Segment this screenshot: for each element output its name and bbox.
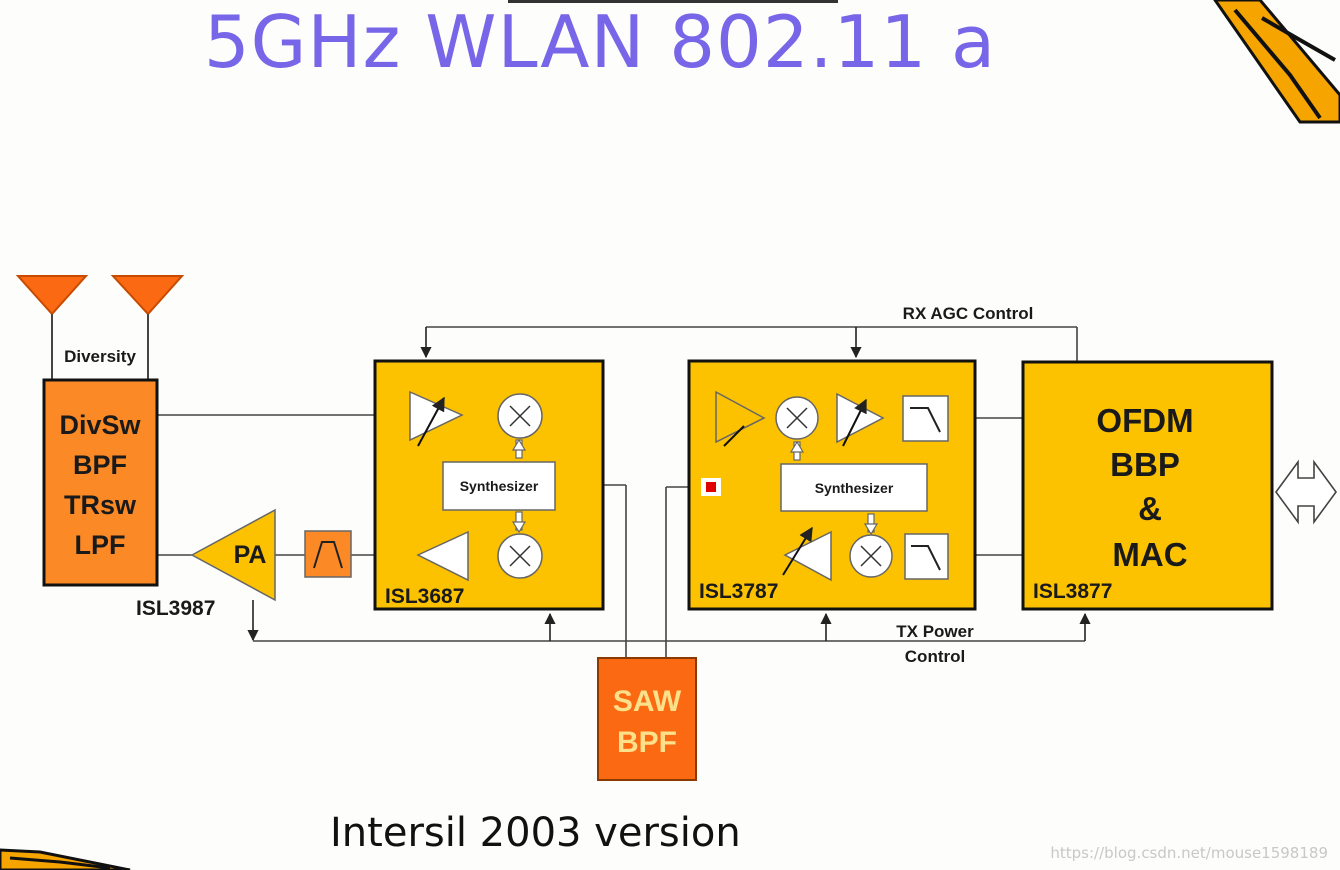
corner-decoration-bottom (0, 848, 131, 870)
filter-icon (904, 533, 949, 580)
caption: Intersil 2003 version (330, 810, 741, 856)
isl3687-block: Synthesizer ISL3687 (373, 359, 605, 611)
watermark: https://blog.csdn.net/mouse1598189 (1050, 844, 1328, 862)
mixer-icon (497, 533, 543, 579)
isl3877-block: OFDM BBP & MAC ISL3877 (1021, 360, 1274, 611)
amplifier-icon (416, 530, 469, 582)
isl3787-block: Synthesizer ISL3787 (687, 359, 977, 611)
filter-icon (304, 530, 352, 578)
divsw-line: BPF (73, 450, 127, 480)
isl3877-line: & (1138, 490, 1162, 527)
pa-label: PA (234, 541, 267, 569)
divsw-line: LPF (75, 530, 126, 560)
corner-decoration-top (1213, 0, 1340, 124)
antenna-icon (110, 275, 185, 380)
isl3877-line: OFDM (1096, 402, 1193, 439)
isl3877-label: ISL3877 (1033, 580, 1112, 603)
amplifier-icon (190, 508, 276, 602)
control-arrows (247, 327, 1091, 642)
double-arrow-icon (1275, 459, 1337, 525)
divsw-line: TRsw (64, 490, 137, 520)
isl3877-line: BBP (1110, 446, 1180, 483)
isl3787-label: ISL3787 (699, 580, 778, 603)
divsw-block: DivSw BPF TRsw LPF (42, 378, 159, 587)
saw-line: BPF (617, 726, 677, 759)
synthesizer-box (442, 461, 556, 511)
page-title: 5GHz WLAN 802.11 a (203, 0, 997, 84)
saw-bpf-block: SAW BPF (597, 657, 697, 781)
top-rule (508, 0, 838, 3)
saw-line: SAW (613, 685, 682, 718)
cursor-marker (699, 476, 723, 498)
isl3987-label: ISL3987 (136, 597, 215, 620)
isl3687-label: ISL3687 (385, 585, 464, 608)
antenna-icon (15, 275, 89, 380)
tx-power-label: Control (905, 647, 965, 666)
tx-power-label: TX Power (896, 622, 974, 641)
amplifier-icon (715, 390, 766, 447)
mixer-icon (497, 393, 543, 439)
amplifier-icon (409, 390, 464, 447)
synthesizer-label: Synthesizer (460, 478, 539, 494)
synthesizer-box (780, 463, 928, 512)
filter-icon (902, 395, 949, 442)
isl3877-line: MAC (1112, 536, 1187, 573)
synthesizer-label: Synthesizer (815, 480, 894, 496)
mixer-icon (775, 396, 819, 440)
amplifier-icon (782, 526, 832, 582)
amplifier-icon (836, 392, 885, 447)
mixer-icon (849, 534, 893, 578)
diversity-label: Diversity (64, 347, 136, 366)
divsw-line: DivSw (59, 410, 141, 440)
rx-agc-label: RX AGC Control (903, 304, 1034, 323)
